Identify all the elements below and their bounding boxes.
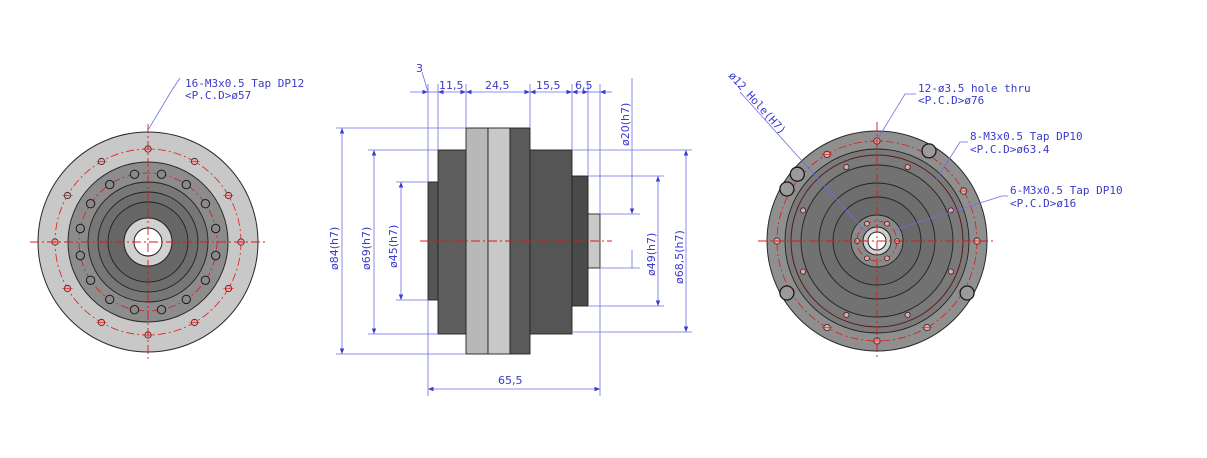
tap-hole bbox=[129, 169, 140, 180]
tap-hole bbox=[85, 199, 96, 209]
tap8-callout-line2: <P.C.D>ø63.4 bbox=[970, 143, 1050, 156]
bolt-head bbox=[921, 143, 937, 159]
dim-3: 3 bbox=[416, 62, 423, 75]
dim-dia-68-5: ø68,5(h7) bbox=[673, 230, 686, 284]
tap6-callout-line1: 6-M3x0.5 Tap DP10 bbox=[1010, 184, 1123, 197]
right-front-view: ø12 Hole(H7) 12-ø3.5 hole thru <P.C.D>ø7… bbox=[726, 69, 1123, 360]
tap-hole bbox=[904, 311, 911, 318]
bolt-head bbox=[779, 285, 795, 301]
tap-hole bbox=[105, 294, 115, 305]
hole-callout-line2: <P.C.D>ø76 bbox=[918, 94, 984, 107]
hole-callout-line1: 12-ø3.5 hole thru bbox=[918, 82, 1031, 95]
tap6-callout-line2: <P.C.D>ø16 bbox=[1010, 197, 1076, 210]
tap-hole bbox=[200, 275, 211, 285]
tap-hole bbox=[181, 294, 192, 305]
inner-tap-pattern bbox=[854, 220, 900, 262]
tap-hole bbox=[800, 268, 807, 275]
inner-tap-hole bbox=[884, 220, 890, 227]
dim-24-5: 24,5 bbox=[485, 79, 510, 92]
tap-hole-pattern bbox=[75, 169, 221, 315]
mid-tap-pattern bbox=[800, 164, 954, 318]
left-hub bbox=[437, 149, 467, 335]
tap-callout-line2: <P.C.D>ø57 bbox=[185, 89, 251, 102]
tap-callout-leader bbox=[147, 77, 181, 131]
tap-hole bbox=[904, 164, 911, 171]
tap-hole bbox=[200, 199, 211, 209]
dim-dia-69: ø69(h7) bbox=[360, 227, 373, 270]
outer-hole-pattern bbox=[771, 137, 983, 345]
tap-hole bbox=[211, 250, 221, 261]
side-view: 3 11,5 24,5 15,5 6,5 ø20(h7) ø84(h7) ø69… bbox=[328, 62, 692, 396]
dim-15-5: 15,5 bbox=[536, 79, 561, 92]
left-front-view: 16-M3x0.5 Tap DP12 <P.C.D>ø57 bbox=[30, 77, 304, 360]
bolt-head bbox=[779, 181, 795, 197]
inner-tap-hole bbox=[864, 255, 870, 262]
dim-6-5: 6,5 bbox=[575, 79, 593, 92]
tap-hole bbox=[156, 169, 167, 180]
tap8-callout-line1: 8-M3x0.5 Tap DP10 bbox=[970, 130, 1083, 143]
tap-hole bbox=[75, 250, 86, 261]
tap-hole bbox=[181, 179, 192, 190]
bolt-head bbox=[959, 285, 975, 301]
bore-leader bbox=[739, 91, 867, 233]
dim-overall-length: 65,5 bbox=[498, 374, 523, 387]
inner-tap-hole bbox=[864, 220, 870, 227]
dim-dia-49: ø49(h7) bbox=[645, 233, 658, 276]
tap-hole bbox=[75, 223, 86, 234]
tap-hole bbox=[800, 207, 807, 214]
dim-dia-84: ø84(h7) bbox=[328, 227, 341, 270]
tap-hole bbox=[843, 164, 850, 171]
bore-label: ø12 Hole(H7) bbox=[726, 69, 789, 137]
tap-hole bbox=[85, 275, 96, 285]
tap-hole bbox=[843, 311, 850, 318]
right-hub bbox=[529, 149, 573, 335]
tap-hole bbox=[156, 305, 167, 315]
tap-hole bbox=[129, 305, 140, 315]
dim-dia-45: ø45(h7) bbox=[387, 225, 400, 268]
tap-hole bbox=[211, 223, 221, 234]
dim-11-5: 11,5 bbox=[439, 79, 464, 92]
tap-hole bbox=[105, 179, 115, 190]
dim-shaft-dia: ø20(h7) bbox=[619, 103, 632, 146]
tap-callout-line1: 16-M3x0.5 Tap DP12 bbox=[185, 77, 304, 90]
inner-tap-hole bbox=[884, 255, 890, 262]
bolt-head bbox=[789, 166, 805, 182]
tap-hole bbox=[947, 268, 954, 275]
